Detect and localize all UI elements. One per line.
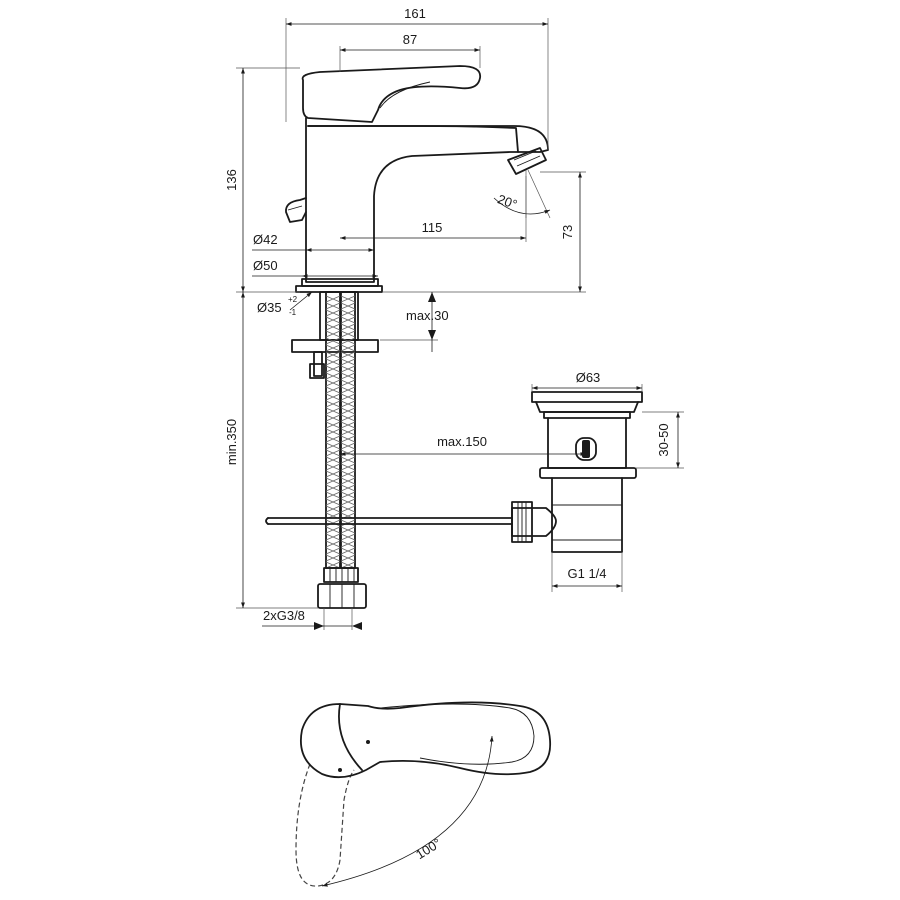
dim-g1-1-4: G1 1/4 bbox=[567, 566, 606, 581]
dim-dia-35-tol-lower: -1 bbox=[289, 308, 297, 317]
faucet-side-view bbox=[285, 65, 549, 293]
dim-136: 136 bbox=[224, 169, 239, 191]
waste-cap bbox=[531, 391, 643, 403]
dim-73: 73 bbox=[560, 225, 575, 239]
aerator bbox=[507, 147, 547, 175]
waste-assembly bbox=[511, 391, 643, 553]
dim-max-30: max.30 bbox=[406, 308, 449, 323]
dim-dia-42: Ø42 bbox=[253, 232, 278, 247]
dim-dia-35: Ø35 bbox=[257, 300, 282, 315]
dimension-lines: 161 87 136 Ø42 Ø50 115 73 20° bbox=[224, 6, 684, 630]
lever-rotated-outline bbox=[295, 763, 355, 887]
lever-handle bbox=[301, 65, 482, 123]
pop-up-rod bbox=[265, 517, 513, 525]
pop-up-rod-knob bbox=[285, 197, 307, 223]
dim-angle-100: 100° bbox=[413, 835, 444, 862]
dim-87: 87 bbox=[403, 32, 417, 47]
braided-hoses bbox=[317, 291, 367, 609]
dim-dia-63: Ø63 bbox=[576, 370, 601, 385]
dim-2xg3-8: 2xG3/8 bbox=[263, 608, 305, 623]
lever-top-outline bbox=[300, 701, 552, 779]
dim-161: 161 bbox=[404, 6, 426, 21]
faucet-body bbox=[305, 117, 519, 283]
dim-angle-20: 20° bbox=[496, 191, 520, 212]
dim-max-150: max.150 bbox=[437, 434, 487, 449]
dim-dia-50: Ø50 bbox=[253, 258, 278, 273]
faucet-top-view: 100° bbox=[295, 701, 552, 887]
dim-min-350: min.350 bbox=[224, 419, 239, 465]
dim-30-50: 30-50 bbox=[656, 423, 671, 456]
dim-dia-35-tol-upper: +2 bbox=[288, 295, 298, 304]
dim-115: 115 bbox=[422, 220, 443, 235]
